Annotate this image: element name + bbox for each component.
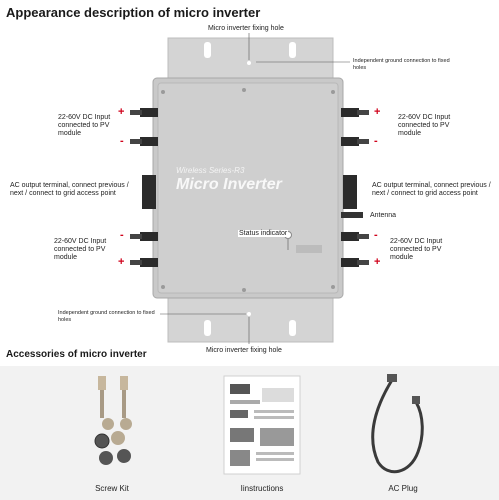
mounting-plate-top	[167, 37, 334, 83]
antenna-label: Antenna	[370, 212, 397, 219]
inverter-diagram	[130, 33, 369, 344]
dc-top-right-label: 22-60V DC Input connected to PV module	[398, 114, 451, 137]
dc-connector-left-top-plus	[140, 108, 158, 117]
dc-top-left-label: 22-60V DC Input connected to PV module	[58, 114, 111, 137]
plus-sign: +	[118, 106, 125, 118]
fixing-slot	[289, 320, 296, 336]
minus-sign: -	[374, 229, 378, 241]
appearance-heading: Appearance description of micro inverter	[6, 5, 261, 20]
fixing-hole-top-label: Micro inverter fixing hole	[208, 25, 284, 32]
ac-left-label: AC output terminal, connect previous / n…	[10, 182, 129, 197]
ac-plug-image	[371, 374, 424, 474]
instructions-image	[223, 375, 301, 475]
ac-connector-left	[142, 175, 156, 209]
dc-connector-right-top-minus	[341, 137, 359, 146]
fixing-slot	[289, 42, 296, 58]
minus-sign: -	[120, 135, 124, 147]
minus-sign: -	[120, 229, 124, 241]
accessories-images	[94, 374, 424, 475]
dc-connector-right-bottom-plus	[341, 258, 359, 267]
plus-sign: +	[374, 256, 381, 268]
dc-bottom-right-label: 22-60V DC Input connected to PV module	[390, 238, 443, 261]
dc-connector-left-top-minus	[140, 137, 158, 146]
ground-top-label: Independent ground connection to fixed h…	[353, 58, 450, 71]
device-face	[157, 82, 339, 294]
fixing-slot	[204, 42, 211, 58]
accessories-heading: Accessories of micro inverter	[6, 349, 147, 360]
dc-connector-left-bottom-minus	[140, 232, 158, 241]
minus-sign: -	[374, 135, 378, 147]
device-name: Micro Inverter	[176, 176, 282, 193]
status-indicator-label: Status indicator	[238, 230, 289, 237]
accessory-label-ac-plug: AC Plug	[388, 484, 418, 493]
plus-sign: +	[118, 256, 125, 268]
antenna-connector	[341, 212, 363, 218]
ground-hole-bottom	[247, 312, 251, 316]
ac-right-label: AC output terminal, connect previous / n…	[372, 182, 491, 197]
status-legend	[296, 245, 322, 253]
dc-connector-right-top-plus	[341, 108, 359, 117]
screw-kit-image	[94, 376, 132, 465]
dc-bottom-left-label: 22-60V DC Input connected to PV module	[54, 238, 107, 261]
plus-sign: +	[374, 106, 381, 118]
mounting-plate-bottom	[167, 297, 334, 343]
accessory-label-screw-kit: Screw Kit	[95, 484, 129, 493]
dc-connector-right-bottom-minus	[341, 232, 359, 241]
fixing-hole-bottom-label: Micro inverter fixing hole	[206, 347, 282, 354]
device-series: Wireless Series-R3	[176, 166, 245, 175]
accessory-label-instructions: Iinstructions	[240, 484, 284, 493]
ground-hole-top	[247, 61, 251, 65]
dc-connector-left-bottom-plus	[140, 258, 158, 267]
ac-connector-right	[343, 175, 357, 209]
ground-bottom-label: Independent ground connection to fixed h…	[58, 310, 155, 323]
fixing-slot	[204, 320, 211, 336]
